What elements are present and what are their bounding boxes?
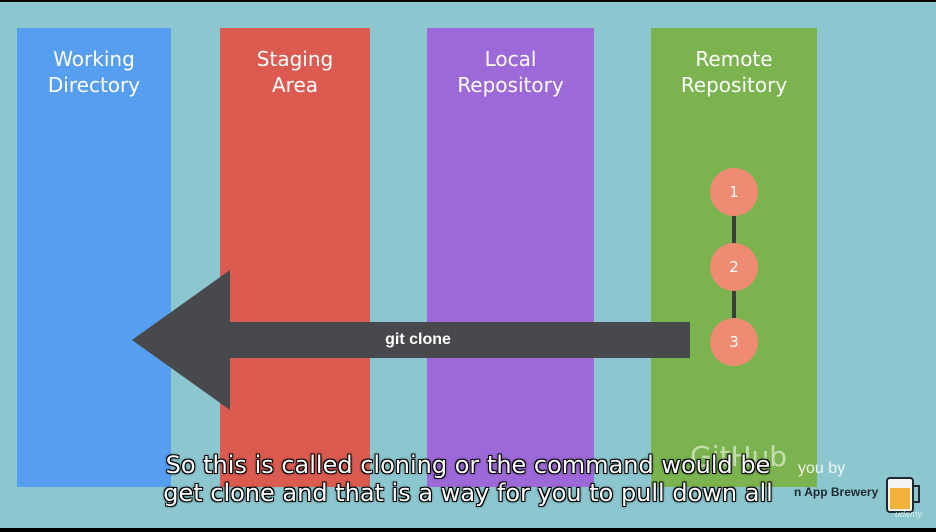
working-directory-column: Working Directory — [17, 28, 171, 487]
beer-mug-icon — [886, 477, 920, 513]
commit-node: 3 — [710, 318, 758, 366]
credit-brand: n App Brewery — [794, 485, 879, 499]
staging-area-column: Staging Area — [220, 28, 370, 487]
udemy-logo-icon: udemy — [895, 509, 923, 519]
staging-area-title: Staging Area — [256, 47, 334, 97]
git-clone-arrow-shape — [132, 270, 690, 410]
github-watermark: GitHub — [690, 440, 788, 473]
subtitle-line: So this is called cloning or the command… — [165, 451, 771, 479]
working-directory-title: Working Directory — [47, 47, 141, 97]
credit-text: you by — [798, 460, 846, 477]
remote-repository-title: Remote Repository — [680, 47, 788, 97]
commit-node: 2 — [710, 243, 758, 291]
local-repository-column: Local Repository — [427, 28, 594, 487]
subtitle-line: get clone and that is a way for you to p… — [163, 479, 773, 507]
commit-node: 1 — [710, 168, 758, 216]
git-clone-label: git clone — [385, 331, 451, 348]
subtitle-overlay: So this is called cloning or the command… — [0, 451, 936, 507]
local-repository-title: Local Repository — [457, 47, 564, 97]
